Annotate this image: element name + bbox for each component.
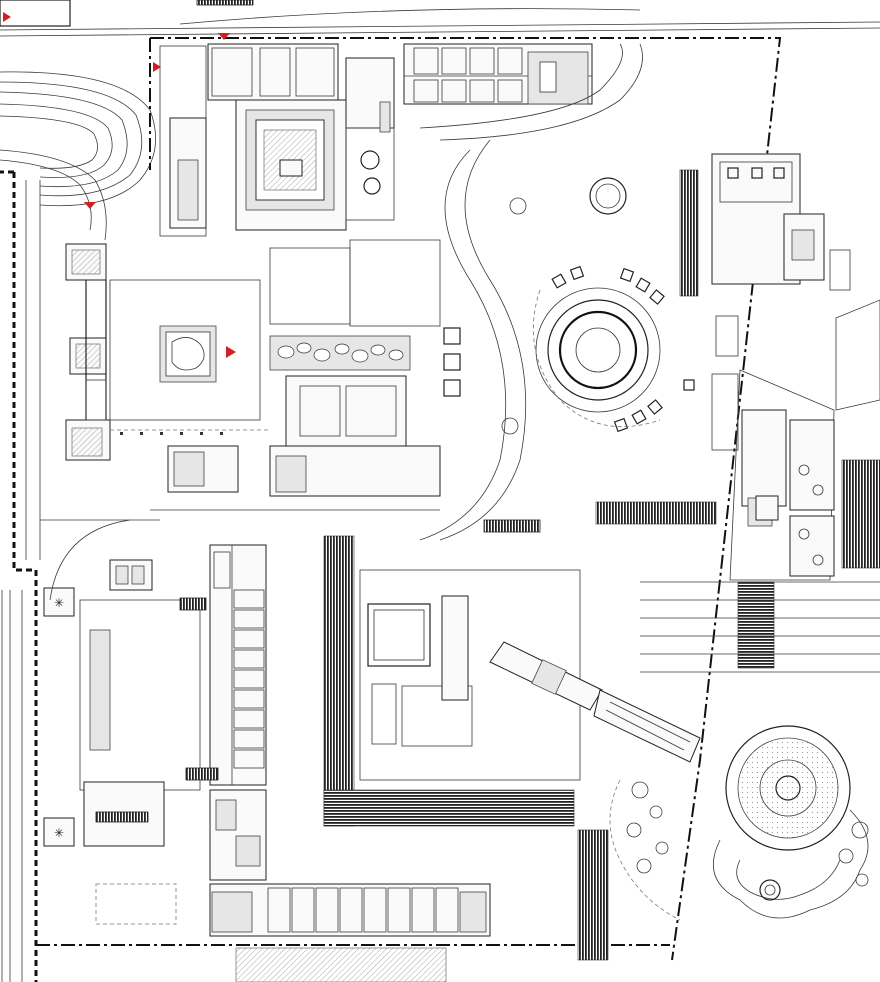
left-pavilions <box>65 243 111 461</box>
garden-paths <box>49 43 643 601</box>
bridge-pavilion <box>489 641 701 763</box>
svg-text:✳: ✳ <box>54 826 64 840</box>
vertical-guest-wing <box>179 544 267 881</box>
svg-text:✳: ✳ <box>54 596 64 610</box>
central-garden <box>323 501 717 827</box>
bottom-guest-wing <box>209 883 491 982</box>
entry-arrow-marker <box>84 202 96 209</box>
top-guest-wing <box>403 43 593 105</box>
site-boundary <box>0 37 782 982</box>
left-road <box>1 180 41 982</box>
curved-driveway <box>0 71 156 241</box>
entry-arrow-marker <box>218 33 230 40</box>
water-garden <box>609 725 869 921</box>
entry-arrow-marker <box>226 346 236 358</box>
misc-details <box>40 315 779 925</box>
right-pavilion <box>679 153 851 297</box>
entrance-court <box>109 279 270 435</box>
central-lobby <box>167 239 461 497</box>
circular-plaza <box>532 177 695 433</box>
entry-arrow-marker <box>3 12 11 22</box>
road-edge-lines <box>0 0 880 37</box>
striped-steps-right <box>577 459 880 961</box>
lower-left-building: ✳ ✳ <box>43 559 201 847</box>
plaza-seating <box>551 265 695 433</box>
entry-arrow-marker <box>153 62 161 72</box>
entrance-arrows <box>3 12 236 358</box>
main-building-block <box>159 43 395 237</box>
